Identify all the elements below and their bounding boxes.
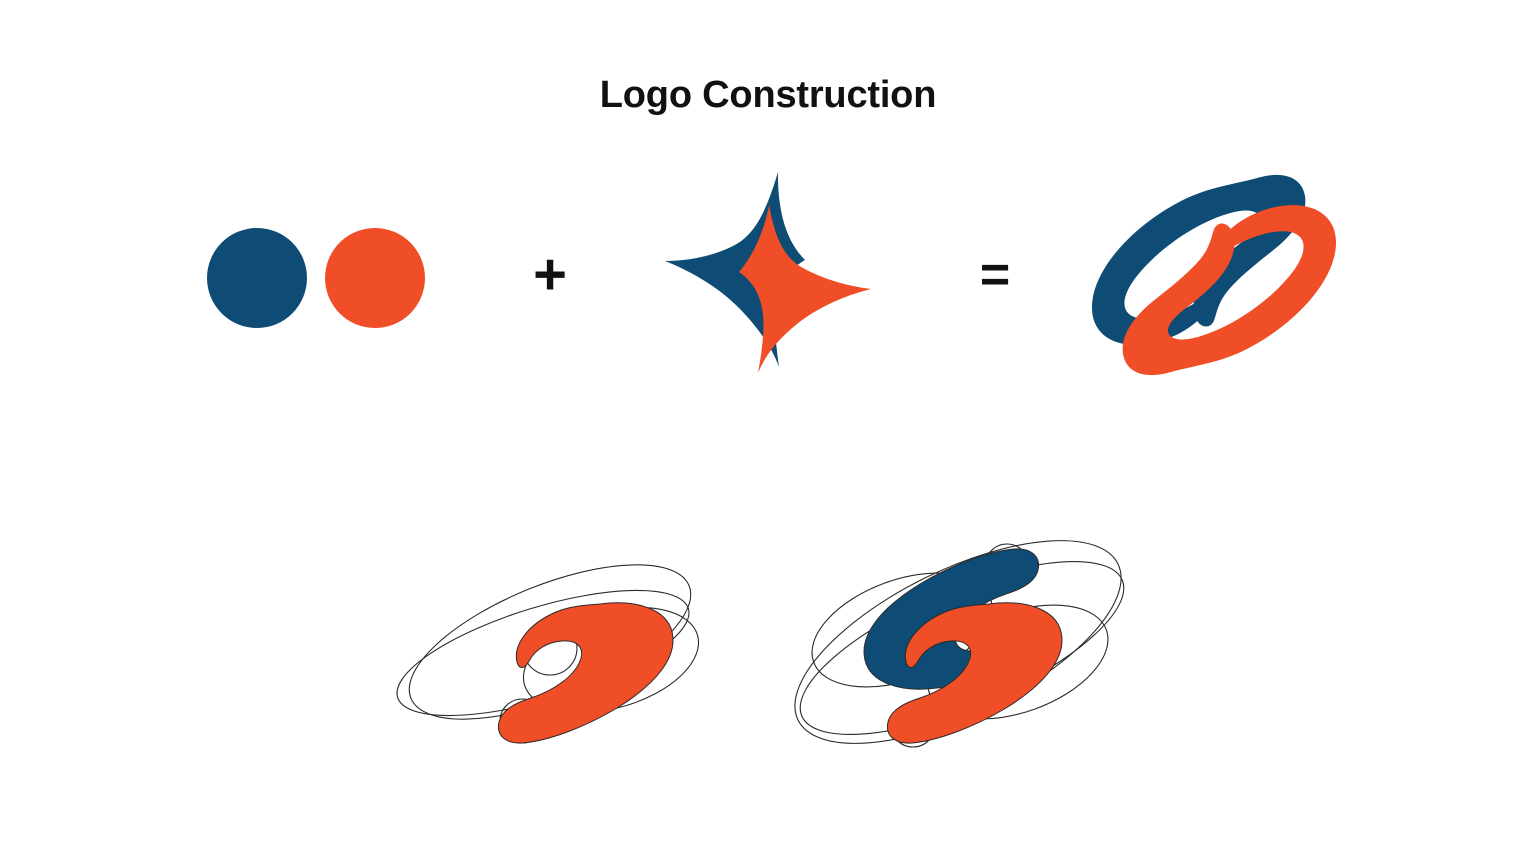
base-circles-graphic [207,228,425,328]
logo-crescent-orange [1122,205,1337,376]
plus-sign-label: + [533,242,567,307]
equals-sign-label: = [979,246,1011,304]
construction-crescent-orange [497,602,674,744]
base-circle-orange [325,228,425,328]
final-logo-graphic [1091,174,1337,376]
step-dart-shapes [645,160,895,390]
equals-operator: = [940,160,1050,390]
step-final-logo [1085,160,1345,390]
dart-orange-icon [739,204,871,373]
base-circle-blue [207,228,307,328]
equation-row: + = [0,160,1536,390]
step-base-circles [190,160,460,390]
construction-crescent-orange [886,602,1063,744]
page-title: Logo Construction [599,74,937,116]
logo-crescent-blue [1091,174,1306,345]
plus-operator: + [500,160,600,390]
dart-shapes-graphic [665,172,871,373]
construction-diagram-orange [395,520,715,780]
construction-full-graphic [780,520,1150,780]
guide-ellipses-full [766,499,1149,784]
construction-row [0,520,1536,790]
guide-ellipse-outer [766,499,1149,784]
construction-diagram-full [780,520,1150,780]
construction-orange-graphic [395,520,715,780]
